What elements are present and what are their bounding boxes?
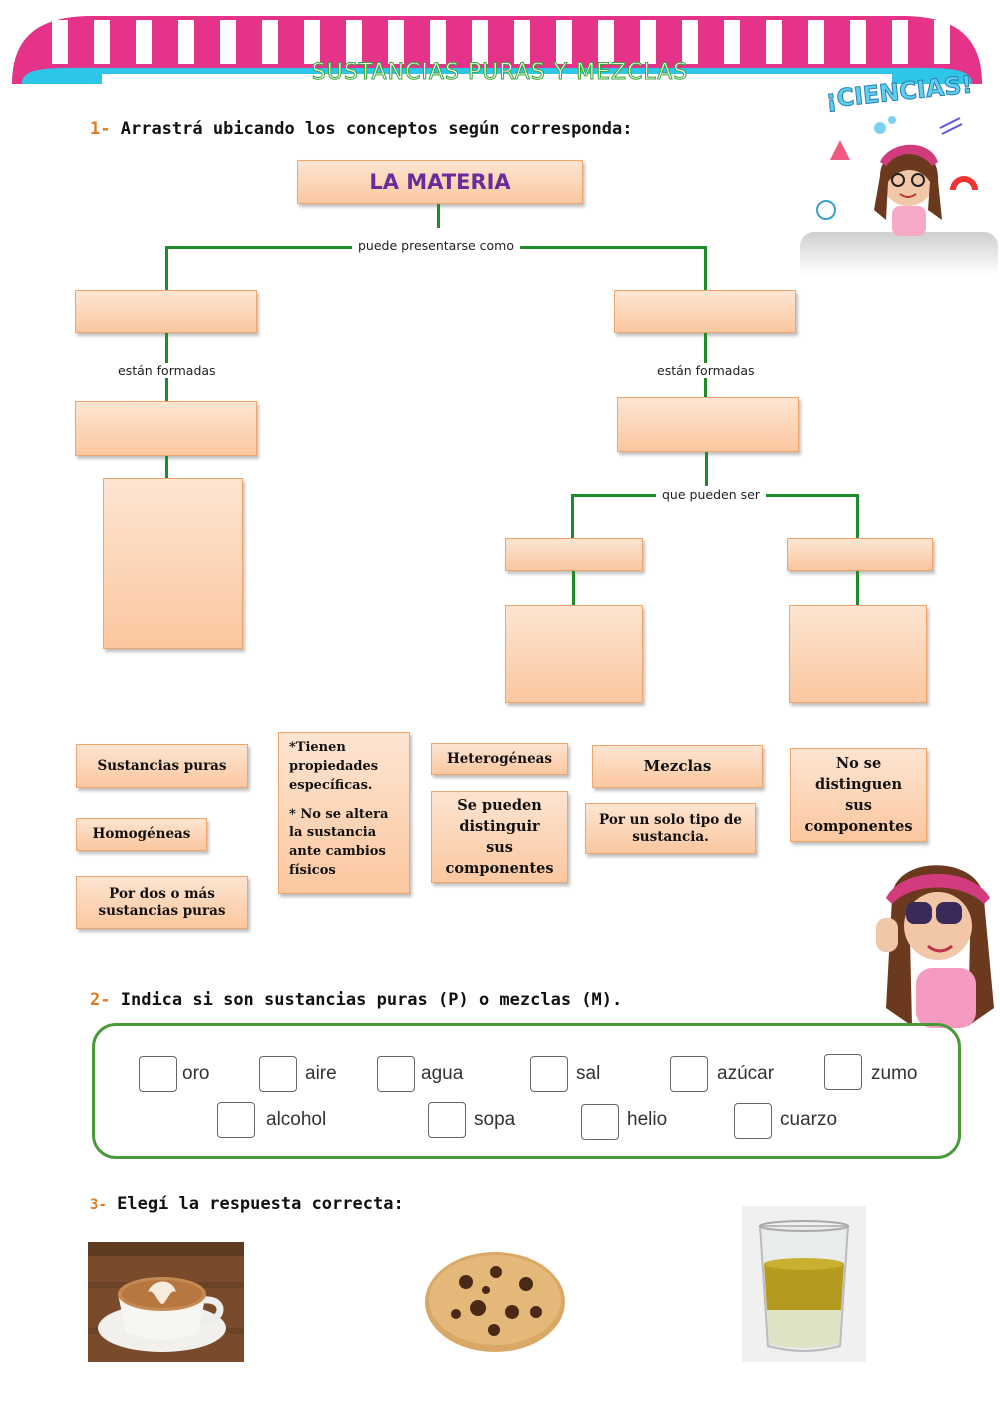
coffee-photo[interactable]: [88, 1242, 244, 1362]
question-text: Elegí la respuesta correcta:: [117, 1194, 404, 1214]
question-number: 3-: [90, 1197, 107, 1213]
scientist-avatar-icon: [816, 116, 978, 236]
item-label: cuarzo: [780, 1109, 838, 1130]
header-stripes: [12, 16, 982, 84]
draggable-card[interactable]: *Tienen propiedades específicas. * No se…: [278, 732, 410, 894]
item-label: sal: [576, 1063, 601, 1084]
answer-checkbox[interactable]: [734, 1103, 772, 1139]
connector-line: [165, 456, 168, 478]
drop-slot-level2-left[interactable]: [75, 401, 257, 456]
link-label: que pueden ser: [656, 487, 766, 502]
draggable-card[interactable]: Se pueden distinguir sus componentes: [431, 791, 568, 883]
drop-slot-level1-right[interactable]: [614, 290, 796, 333]
connector-line: [571, 494, 574, 538]
draggable-card[interactable]: Homogéneas: [76, 818, 207, 851]
oil-water-glass-photo[interactable]: [742, 1206, 866, 1362]
draggable-card[interactable]: Heterogéneas: [431, 743, 568, 775]
answer-checkbox[interactable]: [217, 1102, 255, 1138]
drop-slot-level3-middle[interactable]: [505, 538, 643, 571]
answer-checkbox[interactable]: [259, 1056, 297, 1092]
drop-slot-level4-right[interactable]: [789, 605, 927, 703]
card-text: *Tienen propiedades específicas.: [289, 740, 379, 793]
coffee-cup-icon: [88, 1242, 244, 1362]
item-label: sopa: [474, 1109, 516, 1130]
connector-line: [704, 246, 707, 290]
cookie-icon: [425, 1252, 565, 1352]
drop-slot-level3-left[interactable]: [103, 478, 243, 649]
question-2: 2- Indica si son sustancias puras (P) o …: [90, 990, 622, 1010]
draggable-card[interactable]: No se distinguen sus componentes: [790, 748, 927, 842]
page-title: SUSTANCIAS PURAS Y MEZCLAS: [311, 60, 689, 86]
answer-checkbox[interactable]: [377, 1056, 415, 1092]
item-label: helio: [627, 1109, 668, 1130]
question-text: Indica si son sustancias puras (P) o mez…: [120, 990, 623, 1010]
connector-line: [856, 571, 859, 605]
draggable-card[interactable]: Mezclas: [592, 745, 763, 788]
drop-slot-level4-middle[interactable]: [505, 605, 643, 703]
draggable-card[interactable]: Por dos o más sustancias puras: [76, 876, 248, 929]
answer-checkbox[interactable]: [139, 1056, 177, 1092]
glass-icon: [742, 1206, 866, 1362]
drop-slot-level2-right[interactable]: [617, 397, 799, 452]
item-label: agua: [421, 1063, 464, 1084]
item-label: oro: [182, 1063, 210, 1084]
answer-checkbox[interactable]: [530, 1056, 568, 1092]
connector-line: [856, 494, 859, 538]
answer-checkbox[interactable]: [428, 1102, 466, 1138]
question-1: 1- Arrastrá ubicando los conceptos según…: [90, 119, 632, 139]
link-label: puede presentarse como: [352, 238, 520, 253]
link-label: están formadas: [112, 363, 222, 378]
connector-line: [165, 246, 168, 290]
connector-line: [437, 204, 440, 228]
answer-checkbox[interactable]: [824, 1054, 862, 1090]
item-label: zumo: [871, 1063, 918, 1084]
header-band: [12, 14, 982, 84]
root-concept-box: LA MATERIA: [297, 160, 583, 204]
connector-line: [705, 452, 708, 486]
draggable-card[interactable]: Por un solo tipo de sustancia.: [585, 803, 756, 854]
item-label: aire: [305, 1063, 337, 1084]
cookie-photo[interactable]: [416, 1242, 574, 1358]
card-text: * No se altera la sustancia ante cambios…: [289, 806, 389, 879]
question-text: Arrastrá ubicando los conceptos según co…: [120, 119, 633, 139]
classification-panel: [92, 1023, 961, 1159]
drop-slot-level3-right[interactable]: [787, 538, 933, 571]
link-label: están formadas: [651, 363, 761, 378]
answer-checkbox[interactable]: [581, 1104, 619, 1140]
answer-checkbox[interactable]: [670, 1056, 708, 1092]
ciencias-badge: ¡CIENCIAS!: [800, 70, 998, 275]
item-label: azúcar: [717, 1063, 775, 1084]
question-3: 3- Elegí la respuesta correcta:: [90, 1194, 404, 1214]
connector-line: [572, 571, 575, 605]
draggable-card[interactable]: Sustancias puras: [76, 744, 248, 788]
drop-slot-level1-left[interactable]: [75, 290, 257, 333]
question-number: 2-: [90, 990, 111, 1010]
question-number: 1-: [90, 119, 111, 139]
item-label: alcohol: [266, 1109, 327, 1130]
girl-avatar-icon: [876, 865, 994, 1028]
